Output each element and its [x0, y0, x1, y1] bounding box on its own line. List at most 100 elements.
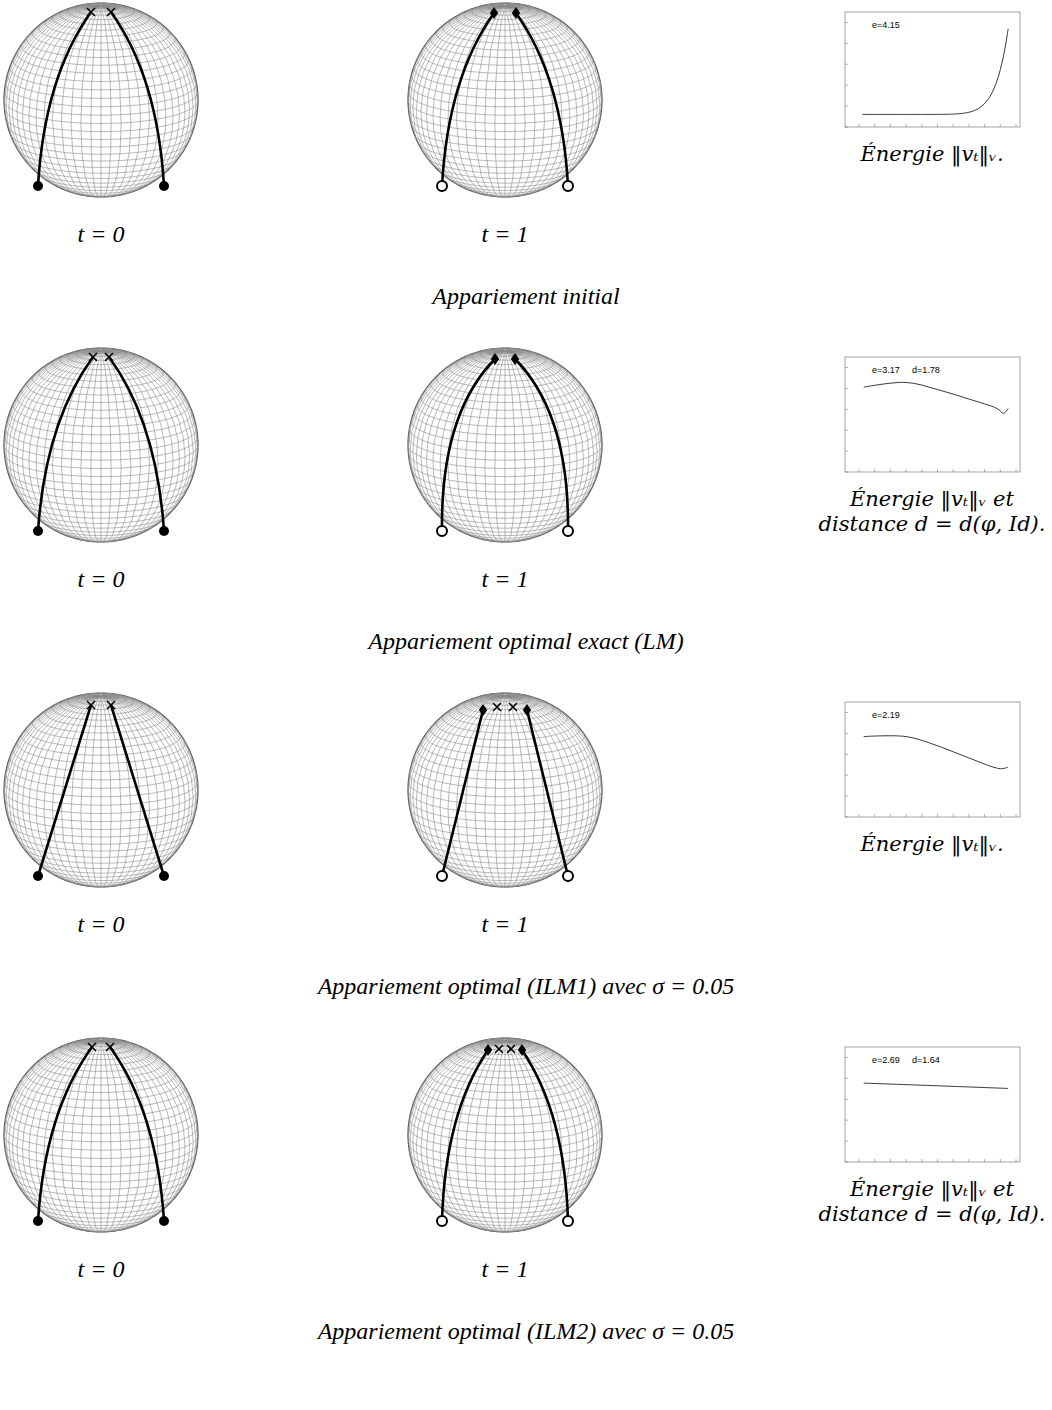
landmark-diamond: [518, 1044, 526, 1056]
sphere-outline: [4, 3, 198, 197]
trajectory-curve: [38, 1047, 92, 1221]
label-slot: t = 1: [460, 565, 550, 594]
sphere-outline: [408, 348, 602, 542]
target-cross: [89, 353, 97, 361]
time-label: t = 1: [460, 220, 550, 249]
landmark-diamond: [491, 353, 499, 365]
start-point: [159, 526, 169, 536]
start-point: [33, 1216, 43, 1226]
start-point-hollow: [563, 526, 573, 536]
energy-curve: [864, 382, 1008, 413]
landmark-diamond: [512, 7, 520, 19]
plot-tick: [984, 469, 985, 472]
plot-tick: [845, 1078, 848, 1079]
time-label: t = 0: [56, 910, 146, 939]
landmark-diamond: [479, 704, 487, 716]
sphere-grid: [4, 3, 198, 197]
plot-tick: [859, 814, 860, 817]
plot-tick: [968, 469, 969, 472]
plot-tick: [937, 1159, 938, 1162]
plot-caption: Énergie ‖vₜ‖ᵥ.: [812, 142, 1052, 167]
start-point: [159, 871, 169, 881]
plot-tick: [906, 1159, 907, 1162]
plot-tick: [845, 1120, 848, 1121]
label-slot: d=1.78: [911, 365, 941, 376]
label-slot: Appariement optimal exact (LM): [166, 627, 886, 656]
plot-tick: [953, 814, 954, 817]
plot-tick: [845, 733, 848, 734]
label-slot: Énergie ‖vₜ‖ᵥ et distance d = d(φ, Id).: [812, 1177, 1052, 1227]
sphere-figure: [408, 1038, 602, 1232]
trajectory-curve: [38, 705, 91, 876]
sphere-figure: [4, 693, 198, 887]
trajectory-curve: [516, 13, 568, 186]
target-cross: [87, 8, 95, 16]
trajectory-curve: [38, 357, 93, 531]
plot-caption: Énergie ‖vₜ‖ᵥ et distance d = d(φ, Id).: [812, 1177, 1052, 1227]
landmark-diamond: [490, 7, 498, 19]
sphere-grid: [408, 1038, 602, 1232]
plot-tick: [984, 124, 985, 127]
sphere-grid: [408, 348, 602, 542]
label-slot: t = 0: [56, 910, 146, 939]
energy-plot: [845, 702, 1020, 817]
target-cross: [495, 1045, 503, 1053]
plot-tick: [845, 64, 848, 65]
plot-tick: [845, 1057, 848, 1058]
plot-tick: [1016, 124, 1017, 127]
plot-tick: [1016, 469, 1017, 472]
target-cross: [88, 1043, 96, 1051]
label-slot: Énergie ‖vₜ‖ᵥ.: [812, 142, 1052, 167]
landmark-diamond: [511, 353, 519, 365]
plot-frame: [845, 357, 1020, 472]
plot-tick: [845, 1162, 848, 1163]
plot-tick: [845, 712, 848, 713]
plot-tick: [890, 1159, 891, 1162]
time-label: t = 1: [460, 910, 550, 939]
plot-tick: [845, 472, 848, 473]
label-slot: t = 1: [460, 1255, 550, 1284]
plot-tick: [845, 1141, 848, 1142]
plot-value: e=2.69: [871, 1055, 901, 1066]
energy-plot: [845, 12, 1020, 127]
start-point-hollow: [437, 871, 447, 881]
plot-tick: [845, 409, 848, 410]
sphere-outline: [408, 3, 602, 197]
plot-caption: Énergie ‖vₜ‖ᵥ et distance d = d(φ, Id).: [812, 487, 1052, 537]
plot-tick: [1016, 1159, 1017, 1162]
plot-tick: [890, 124, 891, 127]
plot-value: e=3.17: [871, 365, 901, 376]
plot-tick: [937, 814, 938, 817]
plot-value: e=4.15: [871, 20, 901, 31]
plot-tick: [845, 754, 848, 755]
target-cross: [87, 701, 95, 709]
target-cross: [507, 1045, 515, 1053]
trajectory-curve: [109, 357, 164, 531]
label-slot: t = 1: [460, 910, 550, 939]
landmark-diamond: [484, 1044, 492, 1056]
plot-tick: [845, 451, 848, 452]
energy-plot: [845, 357, 1020, 472]
sphere-grid: [4, 1038, 198, 1232]
sphere-outline: [408, 693, 602, 887]
label-slot: e=3.17: [871, 365, 901, 376]
figure-caption: Appariement optimal (ILM2) avec σ = 0.05: [166, 1317, 886, 1346]
label-slot: d=1.64: [911, 1055, 941, 1066]
label-slot: e=2.69: [871, 1055, 901, 1066]
start-point: [159, 1216, 169, 1226]
plot-tick: [890, 469, 891, 472]
start-point-hollow: [437, 526, 447, 536]
plot-tick: [906, 814, 907, 817]
plot-tick: [859, 124, 860, 127]
start-point: [159, 181, 169, 191]
target-cross: [107, 701, 115, 709]
trajectory-curve: [111, 705, 164, 876]
plot-tick: [968, 124, 969, 127]
plot-tick: [859, 469, 860, 472]
plot-tick: [968, 814, 969, 817]
plot-value: e=2.19: [871, 710, 901, 721]
label-slot: t = 1: [460, 220, 550, 249]
figure-caption: Appariement optimal (ILM1) avec σ = 0.05: [166, 972, 886, 1001]
